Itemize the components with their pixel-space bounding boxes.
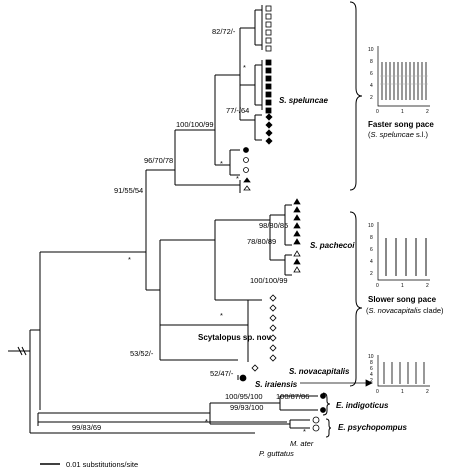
y-tick-label: 2 <box>370 271 373 277</box>
y-tick-label: 8 <box>370 59 373 65</box>
support-label: 99/93/100 <box>230 403 263 412</box>
taxon-label: E. indigoticus <box>336 401 389 410</box>
y-tick-label: 8 <box>370 235 373 241</box>
support-label: 96/70/78 <box>144 156 173 165</box>
spectrogram-fast-title: Faster song pace <box>368 120 434 129</box>
taxon-labels: S. speluncae S. pachecoi Scytalopus sp. … <box>198 96 407 458</box>
support-labels: 82/72/- 100/100/99 77/-/64 96/70/78 91/5… <box>72 27 309 436</box>
spectrogram-slow-suffix: clade) <box>421 306 444 315</box>
y-tick-label: 10 <box>368 223 374 229</box>
spectrogram-fast-suffix: s.l. <box>414 130 426 139</box>
x-tick-label: 1 <box>401 389 404 395</box>
y-tick-label: 6 <box>370 71 373 77</box>
y-tick-label: 10 <box>368 47 374 53</box>
spectrogram-slow-prefix: ( <box>366 306 369 315</box>
support-star: * <box>303 427 306 436</box>
x-tick-label: 1 <box>401 283 404 289</box>
support-star: * <box>220 311 223 320</box>
y-tick-label: 4 <box>370 83 373 89</box>
scale-bar-label: 0.01 substitutions/site <box>66 460 138 469</box>
spectrogram-fast-species: S. speluncae <box>371 130 414 139</box>
support-label: 52/47/- <box>210 369 234 378</box>
x-tick-label: 1 <box>401 109 404 115</box>
taxon-label: S. novacapitalis <box>289 367 350 376</box>
support-label: 53/52/- <box>130 349 154 358</box>
taxon-label: Scytalopus sp. nov <box>198 333 271 342</box>
support-star: * <box>128 255 131 264</box>
y-tick-label: 4 <box>370 372 373 378</box>
taxon-label: P. guttatus <box>259 449 294 458</box>
support-label: 100/87/86 <box>276 392 309 401</box>
support-label: 99/83/69 <box>72 423 101 432</box>
arrow <box>300 379 373 387</box>
x-tick-label: 2 <box>426 389 429 395</box>
support-star: * <box>220 159 223 168</box>
support-label: 78/80/89 <box>247 237 276 246</box>
y-tick-label: 10 <box>368 354 374 360</box>
y-tick-label: 2 <box>370 378 373 384</box>
spectrogram-third: 10 8 6 4 2 0 1 2 <box>368 354 430 395</box>
taxon-label: S. pachecoi <box>310 241 355 250</box>
spectrogram-fast: 10 8 6 4 2 0 1 2 <box>368 46 430 115</box>
y-tick-label: 8 <box>370 360 373 366</box>
x-tick-label: 0 <box>376 109 379 115</box>
spectrogram-slow-species: S. novacapitalis <box>369 306 422 315</box>
support-label: 100/100/99 <box>176 120 214 129</box>
spectrogram-slow-subtitle: (S. novacapitalis clade) <box>366 306 444 315</box>
taxon-label: M. ater <box>290 439 314 448</box>
taxon-label: E. psychopompus <box>338 423 407 432</box>
support-label: 100/100/99 <box>250 276 288 285</box>
y-tick-label: 6 <box>370 366 373 372</box>
support-label: 98/80/85 <box>259 221 288 230</box>
taxon-label: S. speluncae <box>279 96 328 105</box>
spectrogram-slow: 10 8 6 4 2 0 1 2 <box>368 222 430 289</box>
spectrogram-slow-title: Slower song pace <box>368 295 437 304</box>
support-star: * <box>205 417 208 426</box>
spectrogram-fast-subtitle: (S. speluncae s.l.) <box>368 130 429 139</box>
y-tick-label: 4 <box>370 259 373 265</box>
taxon-label: S. iraiensis <box>255 380 298 389</box>
x-tick-label: 0 <box>376 283 379 289</box>
tree-branches <box>8 5 318 434</box>
y-tick-label: 6 <box>370 247 373 253</box>
x-tick-label: 2 <box>426 109 429 115</box>
support-label: 100/95/100 <box>225 392 263 401</box>
scale-bar: 0.01 substitutions/site <box>40 460 138 469</box>
support-star: * <box>243 63 246 72</box>
y-tick-label: 2 <box>370 95 373 101</box>
clade-brackets <box>322 1 363 438</box>
x-tick-label: 0 <box>376 389 379 395</box>
tip-symbols <box>239 5 326 432</box>
support-star: * <box>236 174 239 183</box>
support-label: 82/72/- <box>212 27 236 36</box>
x-tick-label: 2 <box>426 283 429 289</box>
support-label: 77/-/64 <box>226 106 249 115</box>
support-label: 91/55/54 <box>114 186 143 195</box>
